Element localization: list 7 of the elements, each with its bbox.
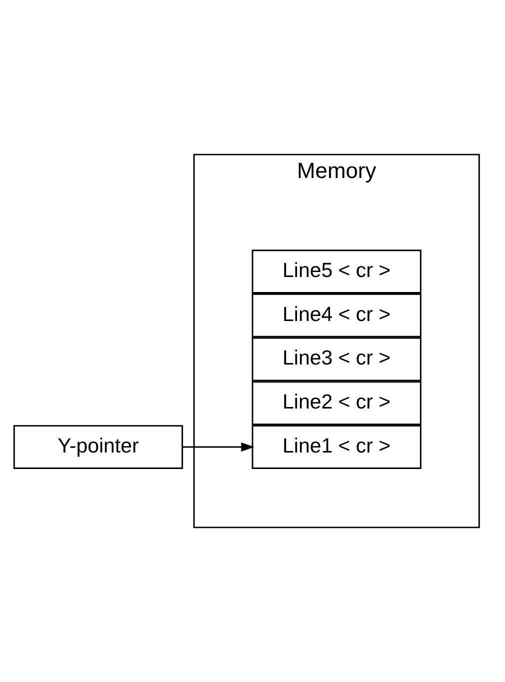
node-box: Line2 < cr > <box>252 381 422 426</box>
node-box: Line4 < cr > <box>252 293 422 338</box>
node-box: Line5 < cr > <box>252 250 422 294</box>
node-box: Y-pointer <box>13 425 184 469</box>
node-box: Line3 < cr > <box>252 337 422 382</box>
arrow <box>182 442 254 452</box>
node-box: Line1 < cr > <box>252 425 422 469</box>
